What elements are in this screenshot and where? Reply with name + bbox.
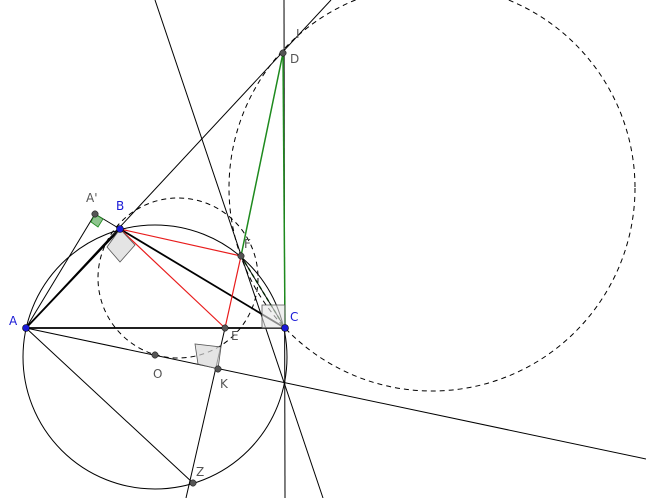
- circumcircle: [22, 224, 288, 490]
- red-segments: [119, 228, 242, 329]
- segment-d-c: [282, 52, 286, 329]
- segment-d-f: [240, 52, 284, 257]
- dashed-circle-large: [228, 0, 636, 392]
- right-angle-c: [261, 304, 286, 329]
- label-o: O: [153, 367, 162, 381]
- circles: [22, 0, 636, 490]
- point-a-prime[interactable]: [91, 210, 99, 218]
- label-a: A: [9, 314, 18, 328]
- point-z[interactable]: [189, 479, 197, 487]
- side-ab: [25, 228, 121, 329]
- point-d[interactable]: [279, 49, 287, 57]
- green-segments: [240, 52, 286, 329]
- line-a-a-prime: [25, 213, 96, 329]
- segment-b-f: [119, 228, 242, 257]
- label-e: E: [231, 329, 239, 343]
- label-z: Z: [196, 465, 204, 479]
- right-angle-k: [194, 343, 222, 370]
- label-a-prime: A': [86, 191, 98, 205]
- point-a[interactable]: [22, 324, 30, 332]
- point-k[interactable]: [214, 365, 222, 373]
- side-bc: [119, 228, 286, 329]
- dashed-circle-small: [97, 197, 259, 359]
- line-steep: [154, 0, 324, 498]
- label-c: C: [290, 310, 298, 324]
- point-labels: A B C A' D I F E O K Z: [9, 27, 300, 479]
- line-a-k-extended: [25, 327, 646, 460]
- label-b: B: [116, 199, 124, 213]
- label-k: K: [220, 377, 229, 391]
- point-e[interactable]: [221, 324, 229, 332]
- triangle-abc: [25, 228, 286, 329]
- line-a-z: [25, 327, 194, 484]
- point-f[interactable]: [237, 252, 245, 260]
- point-o[interactable]: [151, 351, 159, 359]
- right-angle-markers: [90, 213, 286, 370]
- points: [22, 49, 289, 487]
- label-f: F: [244, 237, 251, 251]
- label-i: I: [296, 27, 300, 41]
- point-c[interactable]: [281, 324, 289, 332]
- point-b[interactable]: [116, 225, 124, 233]
- right-angle-b: [106, 228, 136, 263]
- label-d: D: [290, 52, 299, 66]
- segment-b-e: [119, 228, 226, 329]
- segment-e-f: [224, 255, 242, 329]
